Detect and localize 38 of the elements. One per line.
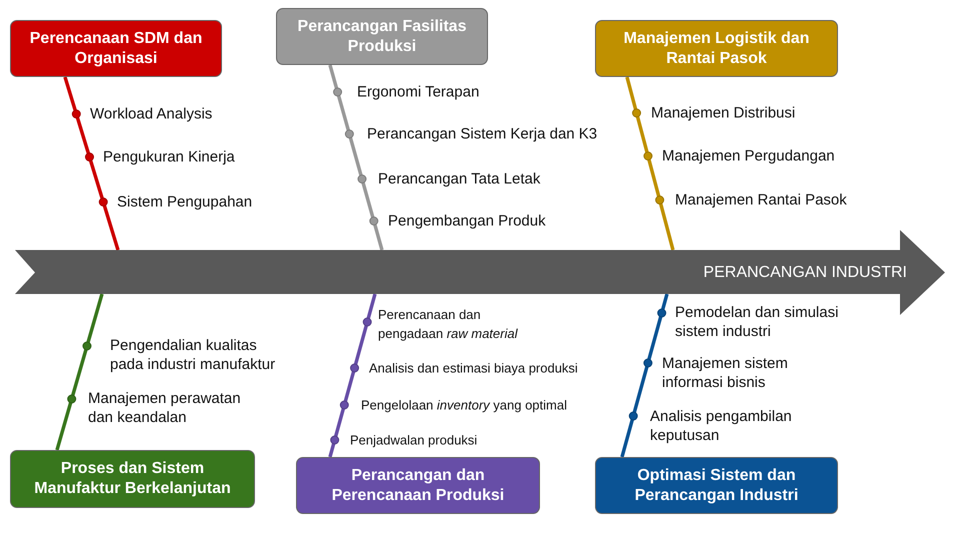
sub-topic-text: Perancangan Sistem Kerja dan K3 xyxy=(367,124,598,144)
category-title: Manajemen Logistik dan Rantai Pasok xyxy=(622,28,810,68)
sub-topic-text: Analisis dan estimasi biaya produksi xyxy=(369,360,578,378)
sub-topic-text: Perancangan Tata Letak xyxy=(378,170,540,188)
category-box xyxy=(10,450,255,508)
category-box xyxy=(276,8,488,65)
sub-topic-text: Manajemen Distribusi xyxy=(651,104,796,122)
sub-topic-text: Workload Analysis xyxy=(90,104,212,124)
sub-topic-text: Ergonomi Terapan xyxy=(357,82,480,102)
sub-topic-text: Penjadwalan produksi xyxy=(350,432,478,450)
sub-topic-text: Sistem Pengupahan xyxy=(117,192,252,212)
sub-topic-text: Perencanaan dan pengadaan raw material xyxy=(378,306,518,343)
sub-topic-text: Pengelolaan inventory yang optimal xyxy=(361,396,567,414)
category-title: Optimasi Sistem dan Perancangan Industri xyxy=(634,466,800,506)
bone-line xyxy=(328,294,377,458)
bone-line xyxy=(328,64,384,250)
category-box xyxy=(10,20,222,77)
category-title: Perancangan dan Perencanaan Produksi xyxy=(330,466,506,506)
sub-topic-text: Pengembangan Produk xyxy=(388,212,546,230)
category-box xyxy=(595,20,838,77)
bone-line xyxy=(625,76,675,250)
category-title: Perencanaan SDM dan Organisasi xyxy=(28,28,204,68)
category-box xyxy=(595,457,838,514)
spine-label: PERANCANGAN INDUSTRI xyxy=(703,264,907,282)
bone-line xyxy=(55,294,104,450)
sub-topic-text: Pemodelan dan simulasi sistem industri xyxy=(675,303,840,341)
bone-line xyxy=(620,294,669,458)
category-box xyxy=(296,457,540,514)
sub-topic-text: Analisis pengambilan keputusan xyxy=(650,407,793,445)
bone-line xyxy=(63,76,120,251)
sub-topic-text: Manajemen sistem informasi bisnis xyxy=(662,354,789,392)
sub-topic-text: Pengukuran Kinerja xyxy=(103,148,235,166)
sub-topic-text: Manajemen Pergudangan xyxy=(662,146,835,166)
sub-topic-text: Manajemen perawatan dan keandalan xyxy=(88,389,242,427)
category-title: Perancangan Fasilitas Produksi xyxy=(296,16,468,56)
sub-topic-text: Manajemen Rantai Pasok xyxy=(675,190,847,210)
category-title: Proses dan Sistem Manufaktur Berkelanjutan xyxy=(33,459,232,499)
sub-topic-text: Pengendalian kualitas pada industri manufaktur xyxy=(110,336,276,374)
